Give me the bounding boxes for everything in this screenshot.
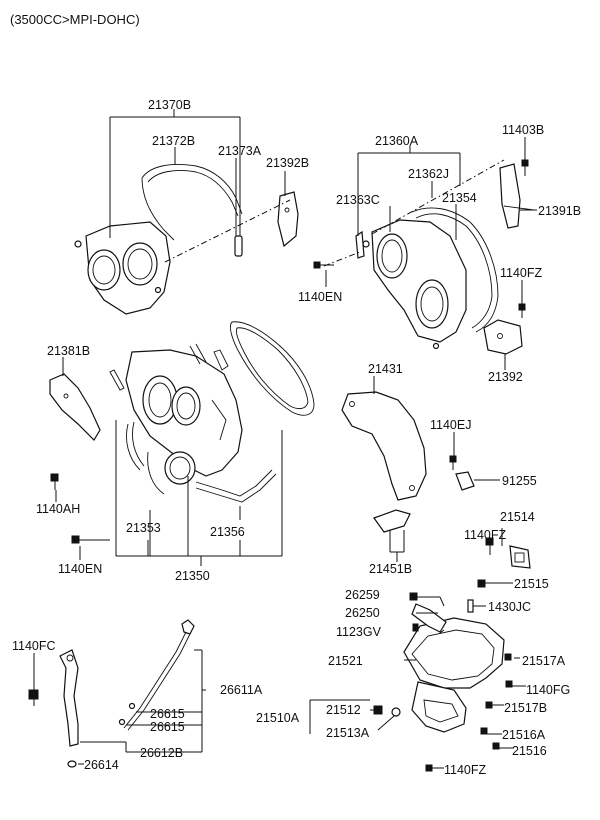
guide-tube-26612B xyxy=(59,649,79,747)
label-11403B: 11403B xyxy=(502,123,544,137)
bolt-1140FZ-upper xyxy=(518,303,526,318)
label-21391B: 21391B xyxy=(538,204,581,218)
seal-21353 xyxy=(126,421,165,495)
clip-91255 xyxy=(455,471,475,491)
label-21363C: 21363C xyxy=(336,193,380,207)
timing-cover-upper-left xyxy=(74,221,171,315)
label-21513A: 21513A xyxy=(326,726,370,740)
label-21517A: 21517A xyxy=(522,654,566,668)
label-26615-b: 26615 xyxy=(150,720,185,734)
label-1140FZ-middle: 1140FZ xyxy=(464,528,507,542)
o-ring-26615 xyxy=(118,702,136,726)
label-21392: 21392 xyxy=(488,370,523,384)
dipstick-26611A xyxy=(123,619,195,731)
gasket-21514 xyxy=(509,545,531,569)
bolt-1140EN-upper xyxy=(313,261,334,269)
label-26614: 26614 xyxy=(84,758,119,772)
bolt-1140AH xyxy=(50,473,59,490)
label-21521: 21521 xyxy=(328,654,363,668)
timing-cover-upper-right xyxy=(362,219,467,350)
bracket-21392 xyxy=(483,319,523,355)
bracket-21391B xyxy=(499,163,535,229)
seal-strip xyxy=(109,343,229,391)
label-21517B: 21517B xyxy=(504,701,547,715)
label-21350: 21350 xyxy=(175,569,210,583)
label-26615-a: 26615 xyxy=(150,707,185,721)
bolt-1140FG xyxy=(505,680,513,688)
bolt-21517A xyxy=(504,653,512,661)
bracket-21381B xyxy=(49,373,101,441)
label-21392B: 21392B xyxy=(266,156,309,170)
bolt-21517B xyxy=(485,701,493,709)
label-1140FZ-bottom: 1140FZ xyxy=(444,763,487,777)
label-21356: 21356 xyxy=(210,525,245,539)
oil-pan-21521 xyxy=(403,617,505,733)
rear-cover-21431 xyxy=(341,391,427,501)
sensor-1430JC xyxy=(467,599,474,613)
label-21516A: 21516A xyxy=(502,728,546,742)
timing-cover-lower xyxy=(125,349,243,485)
label-21431: 21431 xyxy=(368,362,403,376)
o-ring-26614 xyxy=(67,760,77,768)
assembly-line xyxy=(164,199,291,263)
bolt-1123GV xyxy=(412,623,419,632)
washer-21513A xyxy=(391,707,401,717)
gasket-21373A xyxy=(234,235,243,257)
label-21451B: 21451B xyxy=(369,562,412,576)
label-21514: 21514 xyxy=(500,510,535,524)
label-21362J: 21362J xyxy=(408,167,449,181)
assembly-line xyxy=(323,159,505,267)
bolt-21516A xyxy=(480,727,488,735)
bolt-1140FZ-middle xyxy=(485,537,494,555)
timing-belt xyxy=(229,321,315,416)
label-21516: 21516 xyxy=(512,744,547,758)
bracket-21451B xyxy=(373,509,411,533)
label-26612B: 26612B xyxy=(140,746,183,760)
bolt-21516 xyxy=(492,742,500,750)
bracket-21392B xyxy=(277,191,299,248)
gasket-21372B xyxy=(141,164,243,241)
label-1140AH: 1140AH xyxy=(36,502,80,516)
label-21354: 21354 xyxy=(442,191,477,205)
plug-26259 xyxy=(409,592,418,601)
label-1140FG: 1140FG xyxy=(526,683,570,697)
oil-pump-26250 xyxy=(411,603,447,633)
gasket-21356 xyxy=(195,469,277,503)
header-label: (3500CC>MPI-DOHC) xyxy=(10,12,140,27)
label-21512: 21512 xyxy=(326,703,361,717)
label-1140EN-upper: 1140EN xyxy=(298,290,342,304)
label-21370B: 21370B xyxy=(148,98,191,112)
label-21515: 21515 xyxy=(514,577,549,591)
label-21381B: 21381B xyxy=(47,344,90,358)
bolt-1140EJ xyxy=(449,455,457,470)
bolt-11403B xyxy=(521,159,529,176)
seal-21363C xyxy=(355,230,365,259)
label-21510A: 21510A xyxy=(256,711,300,725)
label-1140EN-lower: 1140EN xyxy=(58,562,102,576)
label-21353: 21353 xyxy=(126,521,161,535)
label-91255: 91255 xyxy=(502,474,537,488)
label-21360A: 21360A xyxy=(375,134,419,148)
label-26259: 26259 xyxy=(345,588,380,602)
label-1140FZ-upper: 1140FZ xyxy=(500,266,543,280)
label-1140FC: 1140FC xyxy=(12,639,56,653)
bolt-1140FC xyxy=(28,689,39,706)
gasket-21354 xyxy=(411,207,499,333)
label-26611A: 26611A xyxy=(220,683,263,697)
label-1123GV: 1123GV xyxy=(336,625,382,639)
bolt-1140FZ-bottom xyxy=(425,764,433,772)
label-1140EJ: 1140EJ xyxy=(430,418,471,432)
label-26250: 26250 xyxy=(345,606,380,620)
label-1430JC: 1430JC xyxy=(488,600,531,614)
bolt-21515 xyxy=(477,579,508,588)
bolt-1140EN-lower xyxy=(71,535,110,544)
label-21372B: 21372B xyxy=(152,134,195,148)
label-21373A: 21373A xyxy=(218,144,262,158)
